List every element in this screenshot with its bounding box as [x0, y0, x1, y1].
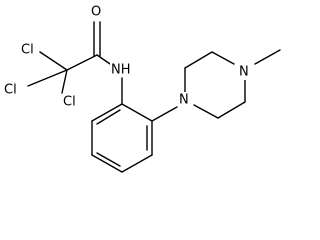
pip-bond-2 — [184, 51, 213, 69]
nh-label: NH — [111, 63, 131, 78]
piperazine-ring — [151, 49, 281, 122]
chemical-structure-diagram: O NH Cl Cl Cl N N — [2, 4, 281, 173]
bond-n-methyl — [254, 49, 281, 65]
cl-bottom-label: Cl — [63, 95, 76, 110]
n-piperazine-aryl-label-bg — [178, 92, 192, 108]
bond-ccl3-carbonyl — [66, 54, 98, 71]
ring-bond-1 — [121, 103, 153, 122]
acetamide-bonds — [27, 21, 123, 105]
cl-bottom-label-bg — [62, 94, 80, 109]
pip-bond-3 — [211, 51, 235, 65]
ring-inner-double-3 — [96, 109, 121, 125]
nh-label-bg — [110, 62, 134, 77]
n-piperazine-aryl-label: N — [179, 93, 189, 108]
oxygen-label-bg — [90, 4, 106, 20]
bond-cl-top-c — [39, 51, 68, 71]
bond-cl-bottom-c — [61, 69, 68, 94]
pip-bond-5 — [217, 101, 246, 119]
benzene-ring — [91, 103, 153, 173]
ring-inner-double-2 — [96, 152, 121, 167]
cl-left-label: Cl — [4, 83, 17, 98]
n-piperazine-methyl-label: N — [239, 65, 249, 80]
bond-cl-left-c — [27, 69, 68, 87]
cl-left-label-bg — [2, 82, 24, 97]
n-piperazine-methyl-label-bg — [238, 64, 252, 80]
ring-bond-3 — [121, 154, 153, 173]
atom-labels: O NH Cl Cl Cl N N — [2, 4, 252, 110]
cl-top-label: Cl — [21, 43, 34, 58]
cl-top-label-bg — [20, 42, 38, 57]
bond-ring-to-n — [151, 106, 178, 122]
ring-bond-4 — [91, 154, 123, 173]
pip-bond-6 — [193, 104, 219, 119]
oxygen-label: O — [91, 5, 101, 20]
ring-bond-6 — [91, 103, 123, 122]
